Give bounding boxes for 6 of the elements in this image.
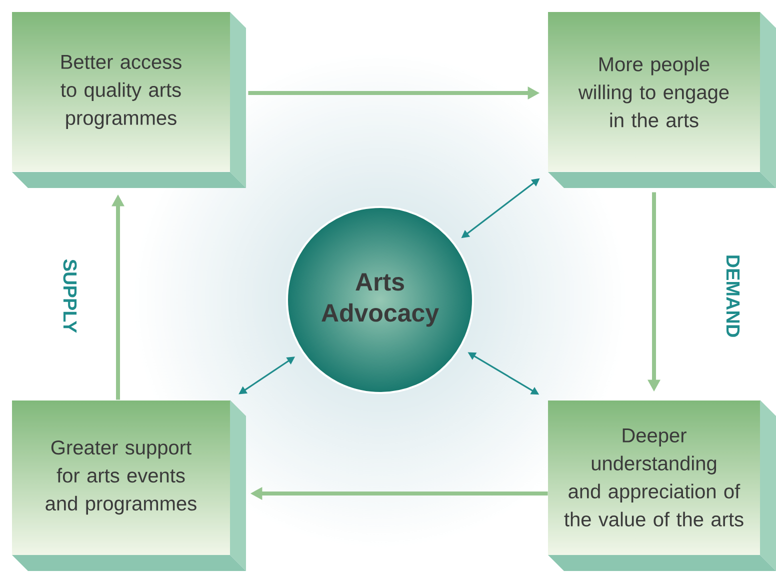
box: Deeper understanding and appreciation of the value of the arts [548, 400, 776, 571]
box: More people willing to engage in the arts [548, 12, 776, 188]
box: Better access to quality arts programmes [12, 12, 246, 188]
side-label: SUPPLY [63, 259, 77, 333]
side-label: DEMAND [726, 256, 740, 337]
box: Greater support for arts events and programmes [12, 400, 246, 571]
